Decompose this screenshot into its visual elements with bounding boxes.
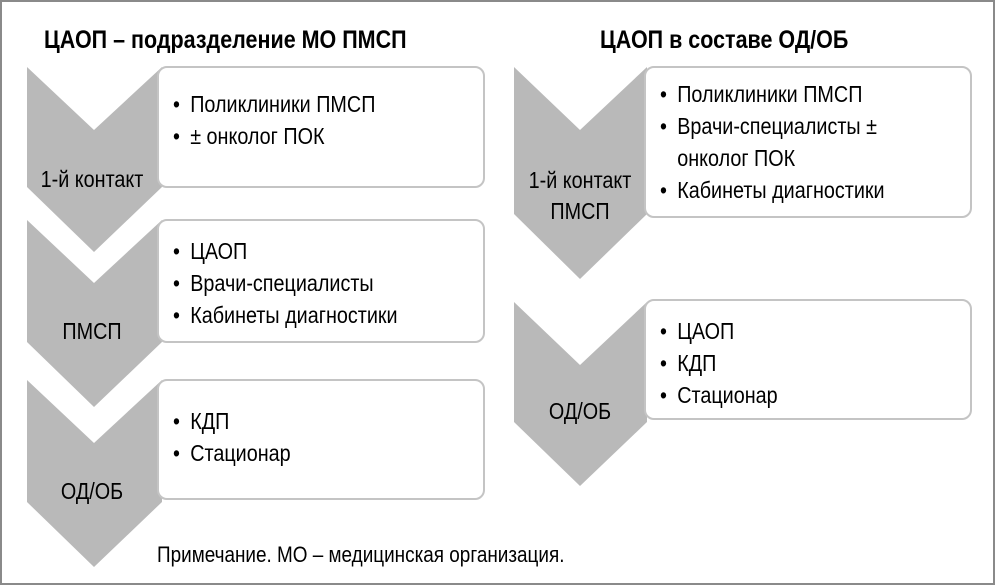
chevron-left-1: [27, 67, 162, 252]
left-box-3: •КДП •Стационар: [157, 379, 485, 500]
list-item: •Поликлиники ПМСП: [660, 81, 863, 107]
label-line: 1-й контакт: [528, 167, 632, 193]
list-item: онколог ПОК: [677, 145, 796, 171]
list-item: •Стационар: [660, 382, 778, 408]
left-box-1: •Поликлиники ПМСП •± онколог ПОК: [157, 66, 485, 188]
list-item: •Стационар: [173, 440, 291, 466]
left-stage-label-2: ПМСП: [62, 318, 122, 344]
list-item: •КДП: [173, 408, 230, 434]
right-stage-label-2: ОД/ОБ: [548, 398, 612, 424]
right-box-1: •Поликлиники ПМСП •Врачи-специалисты ± о…: [644, 66, 972, 218]
list-item: •Поликлиники ПМСП: [173, 91, 376, 117]
left-box-2: •ЦАОП •Врачи-специалисты •Кабинеты диагн…: [157, 219, 485, 343]
right-stage-label-1: 1-й контакт ПМСП: [520, 165, 640, 227]
left-stage-label-1: 1-й контакт: [40, 166, 144, 192]
label-line: ПМСП: [550, 198, 610, 224]
list-item: •± онколог ПОК: [173, 123, 325, 149]
chevron-left-3: [27, 380, 162, 567]
list-item: •Врачи-специалисты: [173, 270, 374, 296]
chevron-right-2: [514, 302, 647, 486]
list-item: •Кабинеты диагностики: [173, 302, 398, 328]
chevron-right-1: [514, 67, 647, 279]
chevron-left-2: [27, 220, 162, 407]
list-item: •ЦАОП: [660, 318, 735, 344]
right-box-2: •ЦАОП •КДП •Стационар: [644, 299, 972, 420]
footnote: Примечание. МО – медицинская организация…: [157, 542, 565, 567]
list-item: •Врачи-специалисты ±: [660, 113, 878, 139]
list-item: •КДП: [660, 350, 717, 376]
list-item: •ЦАОП: [173, 238, 248, 264]
right-title: ЦАОП в составе ОД/ОБ: [600, 26, 849, 54]
left-stage-label-3: ОД/ОБ: [60, 478, 124, 504]
left-title: ЦАОП – подразделение МО ПМСП: [44, 26, 407, 54]
list-item: •Кабинеты диагностики: [660, 177, 885, 203]
